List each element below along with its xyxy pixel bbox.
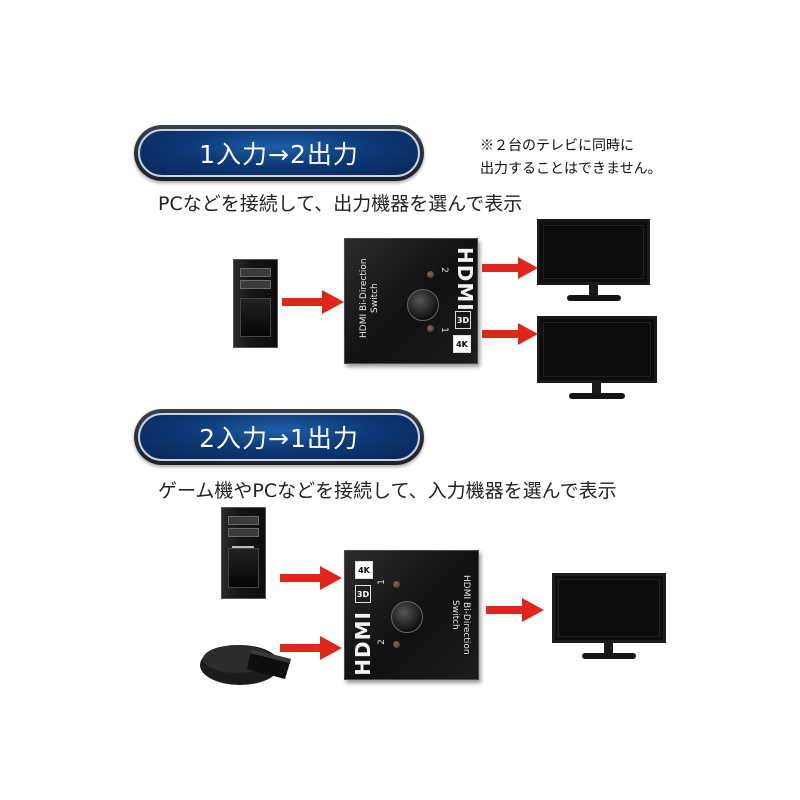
port-2-label: 2 [376, 639, 387, 645]
select-button-icon [391, 601, 423, 633]
section2-title-pill: 2入力→1出力 [134, 409, 424, 465]
led-port-1 [393, 581, 400, 588]
port-1-label: 1 [376, 579, 387, 585]
port-1-label: 1 [438, 327, 449, 333]
section2-title: 2入力→1出力 [199, 424, 359, 453]
arrow-icon [280, 566, 342, 590]
arrow-icon [280, 636, 342, 660]
monitor-icon [537, 316, 657, 400]
section1-description: PCなどを接続して、出力機器を選んで表示 [158, 193, 523, 215]
hdmi-switch-icon: HDMI Bi-Direction Switch 2 1 HDMI 3D 4K [344, 238, 478, 364]
badge-4k: 4K [453, 335, 471, 353]
hdmi-logo: HDMI [351, 611, 375, 676]
select-button-icon [407, 289, 439, 321]
set-top-box-icon [200, 645, 291, 685]
monitor-icon [552, 573, 666, 661]
port-2-label: 2 [438, 267, 449, 273]
note-text: ※２台のテレビに同時に 出力することはできません。 [480, 135, 662, 181]
switch-label: HDMI Bi-Direction Switch [450, 575, 471, 655]
led-port-1 [427, 325, 434, 332]
note-line2: 出力することはできません。 [480, 161, 662, 177]
badge-4k: 4K [355, 561, 373, 579]
monitor-icon [537, 219, 650, 303]
badge-3d: 3D [355, 585, 371, 603]
led-port-2 [393, 641, 400, 648]
arrow-icon [282, 290, 344, 314]
section1-title: 1入力→2出力 [199, 140, 359, 169]
arrow-icon [486, 598, 544, 622]
hdmi-switch-icon: 4K 3D HDMI 1 2 HDMI Bi-Direction Switch [344, 550, 479, 680]
switch-label: HDMI Bi-Direction Switch [359, 258, 380, 338]
led-port-2 [427, 271, 434, 278]
arrow-icon [482, 257, 538, 279]
pc-tower-icon [221, 507, 266, 599]
note-line1: ※２台のテレビに同時に [480, 138, 634, 154]
arrow-icon [482, 323, 538, 345]
pc-tower-icon [233, 259, 278, 348]
section2-description: ゲーム機やPCなどを接続して、入力機器を選んで表示 [158, 480, 617, 502]
hdmi-logo: HDMI [453, 247, 477, 312]
section1-title-pill: 1入力→2出力 [134, 125, 424, 181]
badge-3d: 3D [455, 311, 471, 329]
